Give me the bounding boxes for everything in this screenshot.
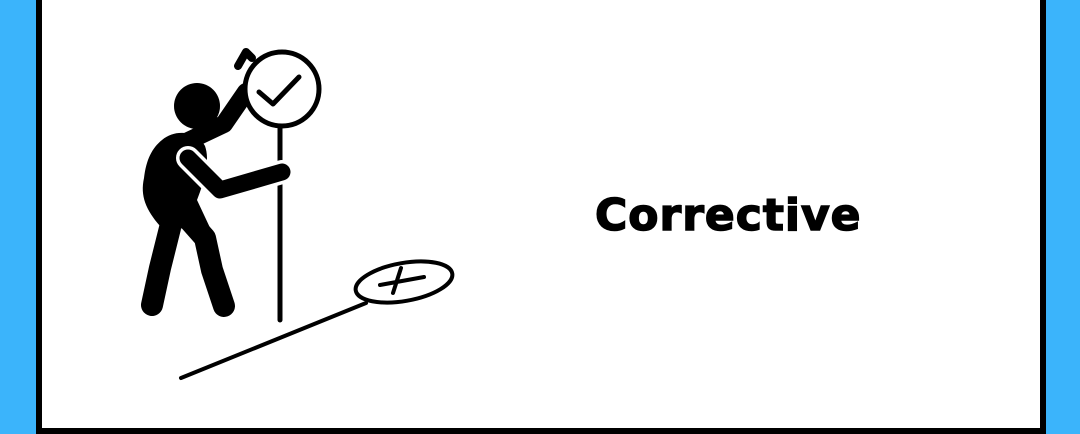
person-head (174, 83, 220, 129)
person-lower-arm (179, 149, 291, 199)
person-front-leg (171, 201, 235, 317)
caption-area: Corrective (0, 186, 1080, 246)
person-figure-icon (141, 48, 294, 317)
caption-title: Corrective (594, 189, 862, 242)
person-upper-arm (177, 83, 255, 151)
shadow-cross-sign-icon (353, 259, 455, 305)
shadow-line (179, 301, 368, 380)
person-back-leg (141, 217, 181, 316)
person-hand (234, 48, 256, 70)
checkmark-sign-icon (242, 49, 322, 129)
